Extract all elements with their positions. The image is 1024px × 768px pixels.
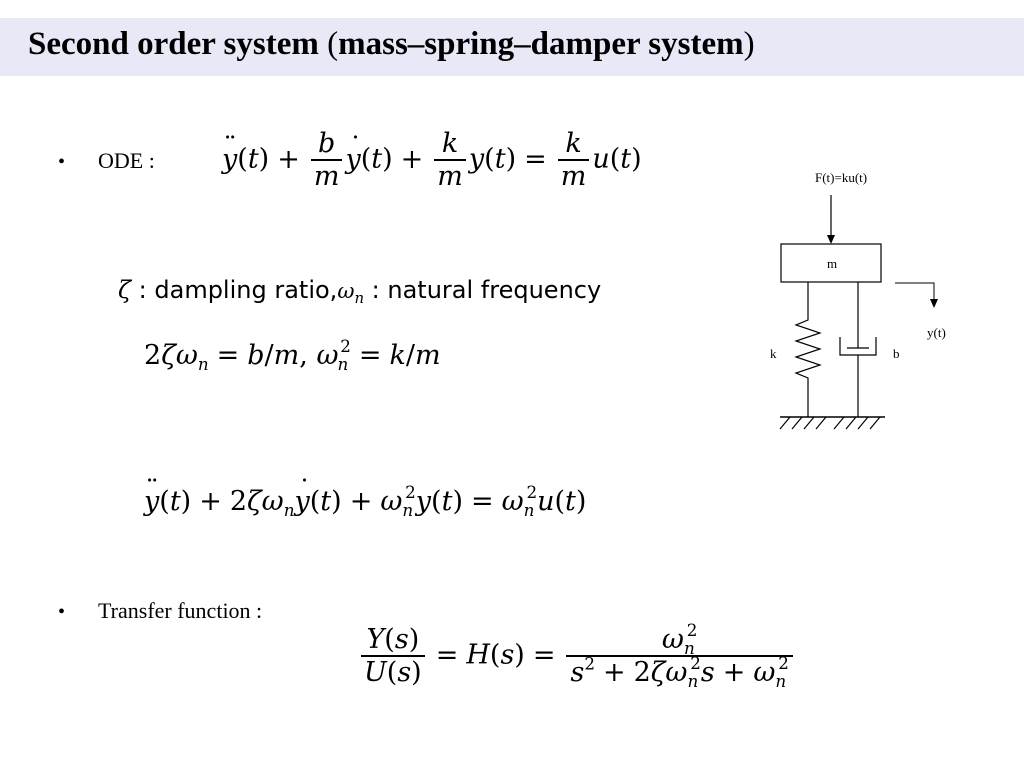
transfer-function-label: Transfer function :: [98, 598, 263, 623]
omega-subscript: n: [354, 289, 365, 308]
force-label: F(t)=ku(t): [815, 170, 867, 185]
ode-bullet: • ODE :: [58, 148, 155, 174]
omega-description: : natural frequency: [371, 276, 602, 304]
output-arrow-head: [930, 299, 938, 308]
title-subtitle: mass–spring–damper system: [338, 26, 744, 62]
omega-symbol: ω: [337, 279, 355, 303]
output-arrow-line: [895, 282, 935, 303]
bullet-marker: •: [58, 601, 66, 623]
ground-hatch: [779, 416, 881, 430]
relation-equation: 2ζωn=b/m, ωn2=k/m: [144, 336, 441, 374]
mass-spring-damper-diagram: F(t)=ku(t) m k b y(t): [770, 170, 946, 430]
spring-label: k: [770, 346, 777, 361]
title-paren-close: ): [743, 26, 755, 62]
ode-equation: y(t)+bmy(t)+kmy(t)=kmu(t): [222, 128, 642, 192]
zeta-symbol: ζ: [118, 276, 132, 304]
title-main: Second order system: [28, 26, 319, 62]
ode-label: ODE :: [98, 148, 155, 173]
transfer-function-bullet: • Transfer function :: [58, 598, 262, 624]
definitions-line: ζ : dampling ratio,ωn : natural frequenc…: [118, 276, 602, 308]
zeta-description: : dampling ratio,: [138, 276, 338, 304]
standard-form-equation: y(t)+2ζωny(t)+ωn2y(t)=ωn2u(t): [144, 475, 586, 519]
bullet-marker: •: [58, 151, 66, 173]
mass-block: [780, 243, 882, 283]
force-arrow-head: [827, 235, 835, 244]
slide-title: Second order system (mass–spring–damper …: [28, 26, 755, 63]
output-label: y(t): [927, 325, 946, 340]
title-bar: [0, 18, 1024, 76]
title-paren-open: (: [327, 26, 339, 62]
spring: [794, 282, 822, 417]
damper-label: b: [893, 346, 900, 361]
mass-label: m: [827, 256, 837, 271]
